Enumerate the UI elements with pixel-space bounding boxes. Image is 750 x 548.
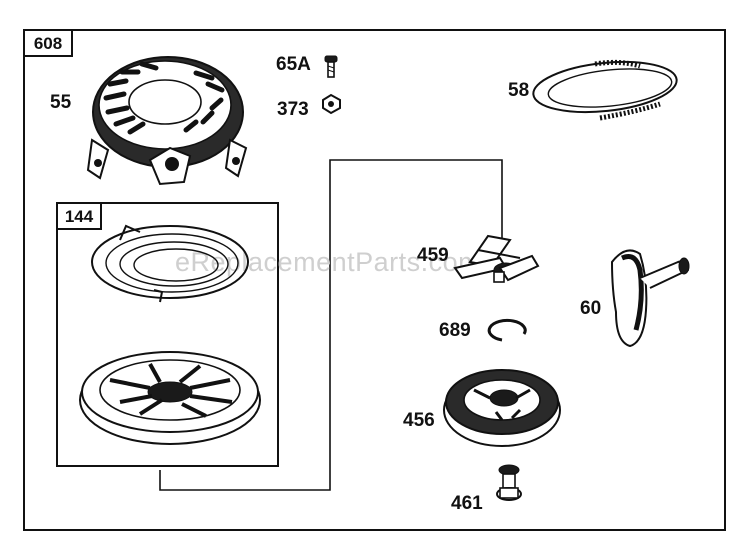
part-label-58: 58 [508,80,529,101]
assembly-label: 608 [34,34,62,53]
outer-frame [23,29,726,531]
part-label-456: 456 [403,410,435,431]
pulley-drawing [79,351,261,445]
part-label-65a: 65A [276,54,311,75]
part-label-459: 459 [417,245,449,266]
part-label-461: 461 [451,493,483,514]
retaining-ring-drawing [487,318,527,342]
sub-assembly-box: 144 [56,202,279,467]
rewind-spring-drawing [91,224,249,303]
part-label-55: 55 [50,92,72,113]
part-label-689: 689 [439,320,471,341]
starter-rope-drawing [532,59,678,121]
starter-handle-drawing [610,249,690,348]
part-label-60: 60 [580,298,601,319]
connector-line [159,159,503,491]
sub-assembly-label: 144 [65,207,94,226]
starter-housing-drawing [86,56,248,186]
screw-drawing [324,55,338,78]
watermark-text: eReplacementParts.com [175,247,481,277]
part-label-373: 373 [277,99,309,120]
starter-dog-drawing [453,234,540,283]
assembly-label-box: 608 [23,29,73,57]
starter-cup-drawing [443,369,561,447]
nut-drawing [322,93,341,115]
cup-screw-drawing [496,464,522,501]
